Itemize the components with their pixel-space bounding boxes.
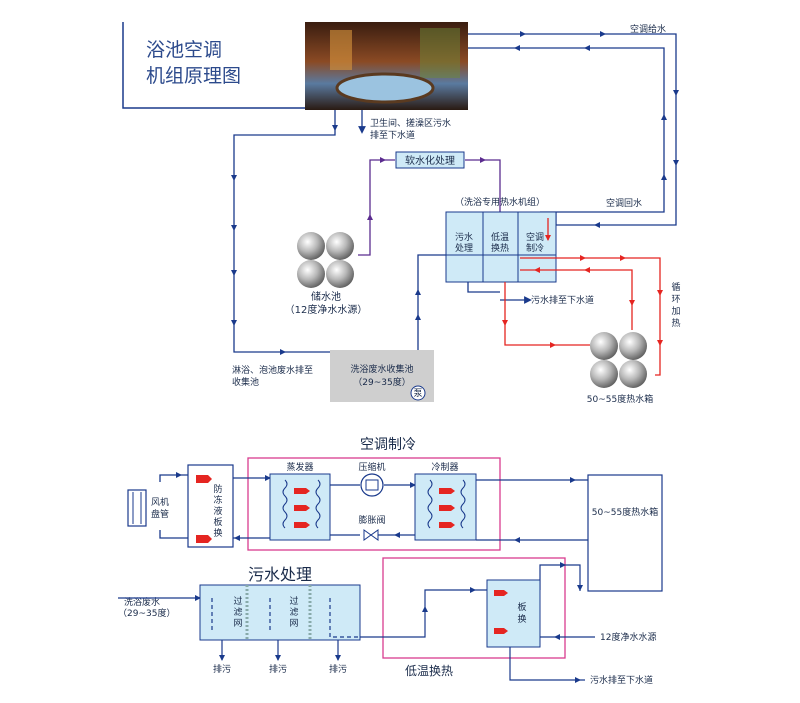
softening-arrows [367, 157, 486, 220]
softening-box: 软水化处理 [395, 151, 465, 169]
shower-note-1: 淋浴、泡池废水排至 [232, 364, 313, 376]
ac-return-label: 空调回水 [606, 197, 642, 209]
sewage-note-1: 卫生间、搓澡区污水 [370, 117, 451, 129]
discharge-3: 排污 [329, 663, 347, 675]
antifreeze-3: 板 [213, 516, 222, 528]
drain-label-top: 污水排至下水道 [531, 294, 594, 306]
sewage-title: 污水处理 [248, 565, 312, 584]
cell-sewage-1: 污水 [455, 231, 473, 243]
storage-label-2: （12度净水水源） [285, 303, 368, 316]
wastewater-label-1: 洗浴废水 [124, 596, 160, 608]
collect-label-2: （29~35度） [353, 376, 410, 388]
ac-supply-label: 空调给水 [630, 23, 666, 35]
antifreeze-4: 换 [213, 527, 222, 539]
cell-sewage-2: 处理 [455, 242, 473, 254]
shower-note-2: 收集池 [232, 376, 259, 388]
fan-coil-label-2: 盘管 [151, 508, 169, 520]
storage-label-1: 储水池 [311, 290, 341, 303]
discharge-2: 排污 [269, 663, 287, 675]
ac-cooling-title: 空调制冷 [360, 437, 416, 453]
sewage-section: 污水处理 洗浴废水 （29~35度） 过 滤 网 过 滤 网 排污 排污 排污 [118, 565, 361, 675]
circ-char-3: 热 [671, 317, 680, 329]
lowtemp-section: 低温换热 板 换 [360, 557, 595, 683]
storage-tank: 储水池 （12度净水水源） [285, 232, 368, 316]
plate-hx-1: 换 [517, 613, 526, 625]
hot-tank-bottom: 50~55度热水箱 [587, 474, 663, 592]
exp-valve-label: 膨胀阀 [358, 514, 385, 526]
collect-label-1: 洗浴废水收集池 [350, 363, 413, 375]
clean-source-label: 12度净水水源 [600, 631, 656, 643]
hot-tank-top: 50~55度热水箱 [587, 332, 653, 405]
antifreeze-1: 冻 [213, 494, 222, 506]
filter1-0: 过 [233, 595, 242, 607]
circ-char-1: 环 [671, 294, 680, 305]
filter2-2: 网 [289, 618, 298, 629]
title-line-1: 浴池空调 [146, 39, 222, 61]
filter2-0: 过 [289, 595, 298, 607]
condenser-label: 冷制器 [431, 461, 458, 473]
filter1-2: 网 [233, 618, 242, 629]
circ-char-0: 循 [671, 281, 680, 293]
cell-ac-2: 制冷 [526, 242, 544, 254]
top-blue-arrows [231, 31, 679, 355]
drain-label-bottom: 污水排至下水道 [590, 674, 653, 686]
ac-cooling-section: 空调制冷 风机 盘管 防 冻 [127, 437, 588, 551]
collection-pool: 洗浴废水收集池 （29~35度） 泵 [330, 350, 434, 402]
sewage-note-2: 排至下水道 [370, 129, 415, 141]
evaporator-label: 蒸发器 [286, 461, 313, 473]
hot-water-arrows [502, 235, 663, 348]
cell-ac-1: 空调 [526, 231, 544, 243]
compressor-label: 压缩机 [358, 461, 385, 473]
title-line-2: 机组原理图 [146, 65, 241, 87]
hot-tank-bottom-label: 50~55度热水箱 [592, 506, 658, 518]
circ-char-2: 加 [671, 306, 680, 317]
unit-caption: （洗浴专用热水机组） [455, 196, 545, 208]
pump-label: 泵 [413, 388, 422, 399]
antifreeze-0: 防 [213, 483, 222, 495]
cell-lowtemp-2: 换热 [491, 242, 509, 254]
lowtemp-title: 低温换热 [405, 664, 453, 678]
fan-coil-label-1: 风机 [151, 496, 169, 508]
filter1-1: 滤 [233, 606, 242, 618]
bath-photo [305, 22, 468, 110]
plate-hx-0: 板 [517, 601, 526, 613]
antifreeze-2: 液 [213, 505, 222, 517]
circ-heating-label: 循 环 加 热 [671, 281, 680, 329]
filter2-1: 滤 [289, 606, 298, 618]
discharge-1: 排污 [213, 663, 231, 675]
hot-water-lines [504, 218, 661, 376]
softening-label: 软水化处理 [405, 154, 455, 167]
hot-tank-top-label: 50~55度热水箱 [587, 393, 653, 405]
title-block: 浴池空调 机组原理图 [122, 22, 305, 109]
wastewater-label-2: （29~35度） [118, 607, 175, 619]
cell-lowtemp-1: 低温 [491, 231, 509, 243]
